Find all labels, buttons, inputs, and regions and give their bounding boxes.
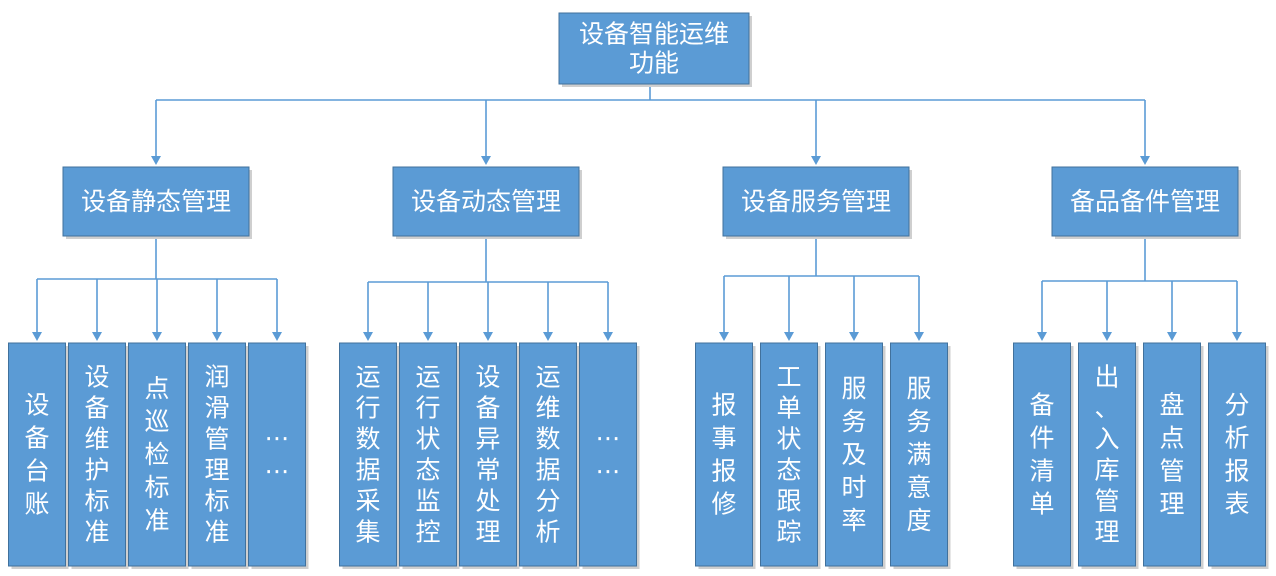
child-node-1-3-label: 点巡检标准 (144, 374, 169, 535)
child-node-1-3 (128, 342, 186, 567)
child-node-1-4-label: 润滑管理标准 (204, 363, 229, 547)
arrowhead (483, 332, 493, 341)
child-node-4-2 (1078, 342, 1136, 567)
child-node-3-4-label: 服务满意度 (906, 374, 931, 535)
child-node-2-4-label: 运维数据分析 (535, 363, 560, 547)
arrowhead (32, 332, 42, 341)
arrowhead (363, 332, 373, 341)
group-node-1-label: 设备静态管理 (81, 187, 231, 216)
child-node-2-2-label: 运行状态监控 (415, 363, 440, 547)
child-node-1-2 (68, 342, 126, 567)
arrowhead (784, 332, 794, 341)
child-node-3-4 (890, 342, 948, 567)
arrowhead (1232, 332, 1242, 341)
child-node-1-5-label: ⋯⋯ (265, 424, 290, 486)
arrowhead (849, 332, 859, 341)
root-node (558, 12, 750, 85)
arrowhead (423, 332, 433, 341)
child-node-4-2-label: 出、入库管理 (1094, 363, 1119, 547)
child-node-4-4-label: 分析报表 (1224, 391, 1249, 519)
arrowhead (603, 332, 613, 341)
child-node-2-3 (459, 342, 517, 567)
child-node-1-2-label: 设备维护标准 (84, 363, 109, 547)
child-node-3-2-label: 工单状态跟踪 (776, 363, 801, 547)
child-node-3-1 (695, 342, 753, 567)
group-node-4 (1051, 166, 1239, 237)
child-node-1-4 (188, 342, 246, 567)
child-node-4-3 (1143, 342, 1201, 567)
arrowhead (92, 332, 102, 341)
arrowhead (1167, 332, 1177, 341)
child-node-2-1 (339, 342, 397, 567)
child-node-1-1 (8, 342, 66, 567)
arrowhead (811, 156, 821, 165)
group-node-4-label: 备品备件管理 (1070, 187, 1220, 216)
child-node-2-5 (579, 342, 637, 567)
child-node-4-4 (1208, 342, 1266, 567)
arrowhead (481, 156, 491, 165)
arrowhead (152, 332, 162, 341)
child-node-2-2 (399, 342, 457, 567)
arrowhead (1037, 332, 1047, 341)
child-node-1-1-label: 设备台账 (24, 391, 49, 519)
group-node-3 (722, 166, 910, 237)
arrowhead (719, 332, 729, 341)
child-node-3-2 (760, 342, 818, 567)
child-node-2-4 (519, 342, 577, 567)
group-node-3-label: 设备服务管理 (741, 187, 891, 216)
child-node-2-1-label: 运行数据采集 (355, 363, 380, 547)
group-node-2 (392, 166, 580, 237)
connectors (32, 84, 1242, 341)
child-node-4-1-label: 备件清单 (1029, 391, 1054, 519)
root-node-label: 设备智能运维功能 (579, 20, 729, 78)
group-node-1 (62, 166, 250, 237)
arrowhead (212, 332, 222, 341)
child-node-3-1-label: 报事报修 (711, 391, 736, 519)
child-node-3-3-label: 服务及时率 (841, 374, 866, 535)
arrowhead (1102, 332, 1112, 341)
child-node-3-3 (825, 342, 883, 567)
child-node-2-5-label: ⋯⋯ (596, 424, 621, 486)
child-node-4-1 (1013, 342, 1071, 567)
arrowhead (151, 156, 161, 165)
arrowhead (272, 332, 282, 341)
child-node-2-3-label: 设备异常处理 (475, 363, 500, 547)
arrowhead (1140, 156, 1150, 165)
arrowhead (543, 332, 553, 341)
child-node-1-5 (248, 342, 306, 567)
arrowhead (914, 332, 924, 341)
group-node-2-label: 设备动态管理 (411, 187, 561, 216)
child-node-4-3-label: 盘点管理 (1159, 391, 1184, 519)
